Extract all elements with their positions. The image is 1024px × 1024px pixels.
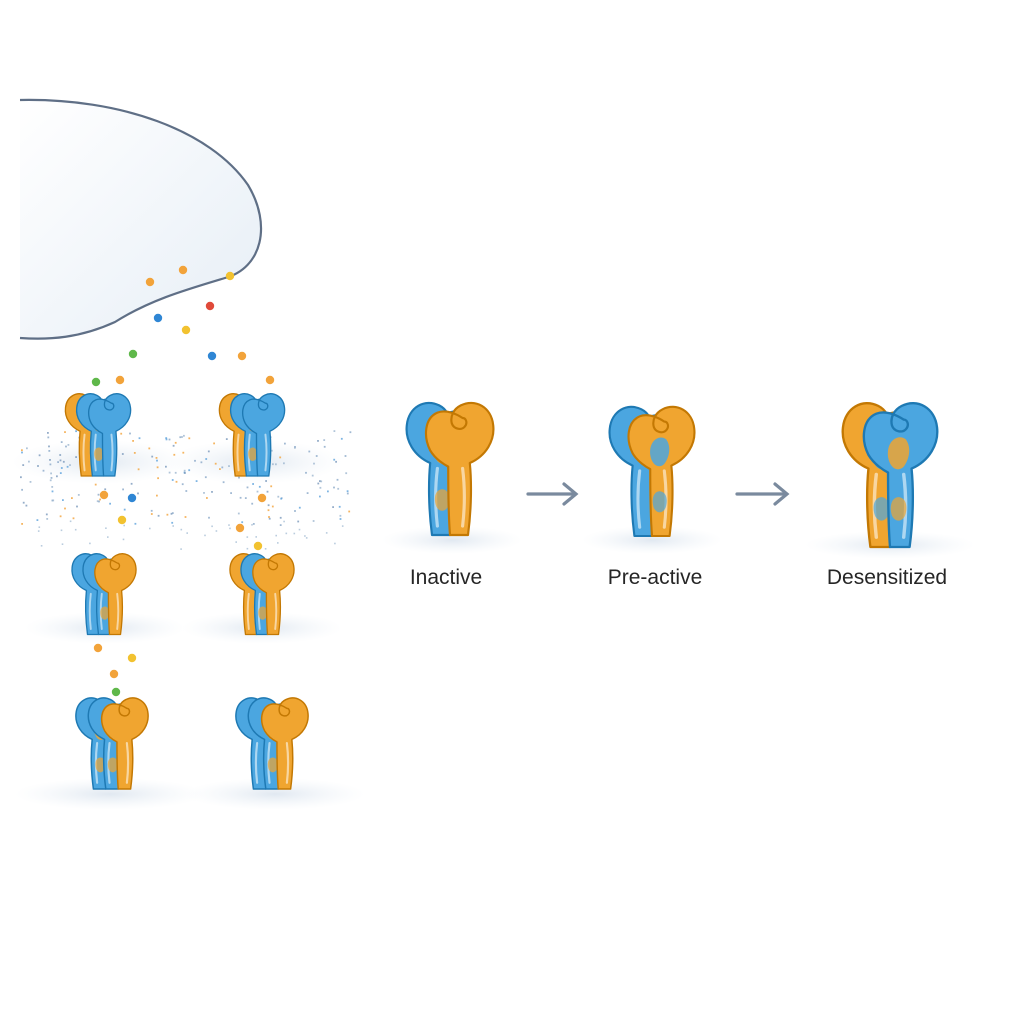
receptor-dimer-icon <box>75 697 149 790</box>
receptor-dimer-icon <box>229 553 295 636</box>
vesicle-shape <box>19 98 263 340</box>
receptor-dimer-icon <box>218 393 286 477</box>
ligand-particles <box>91 265 275 697</box>
arrow-right-icon <box>526 482 579 506</box>
state-label-preactive: Pre-active <box>607 566 703 589</box>
receptor-group <box>64 393 939 790</box>
receptor-dimer-icon <box>841 402 939 549</box>
receptor-dimer-icon <box>64 393 132 477</box>
receptor-dimer-icon <box>235 697 309 790</box>
receptor-dimer-icon <box>608 405 696 538</box>
state-label-inactive: Inactive <box>409 566 483 589</box>
state-label-desensitized: Desensitized <box>826 566 948 589</box>
arrow-right-icon <box>735 482 790 506</box>
receptor-dimer-icon <box>71 553 137 636</box>
receptor-dimer-icon <box>405 401 495 537</box>
